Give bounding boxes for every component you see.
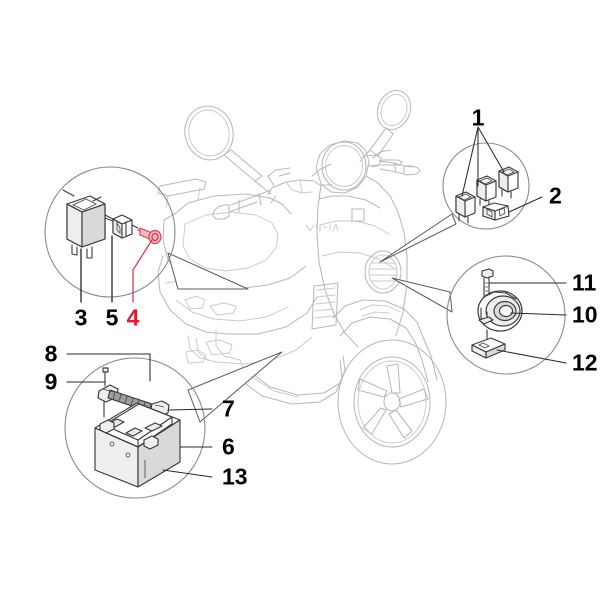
running-board <box>237 355 346 405</box>
part-fuse-4-highlighted <box>137 227 162 245</box>
part-label-3: 3 <box>74 304 88 331</box>
callout-relay-fuse <box>44 166 249 303</box>
mirror-right <box>359 89 412 162</box>
part-battery-6 <box>94 402 181 488</box>
part-label-1: 1 <box>471 104 485 131</box>
part-label-9: 9 <box>44 368 58 395</box>
headlight-assembly <box>315 140 403 194</box>
part-label-10: 10 <box>572 301 598 328</box>
front-lower-panel <box>185 329 245 372</box>
part-label-8: 8 <box>44 340 58 367</box>
mirror-left <box>184 105 272 195</box>
part-bolt-11 <box>481 268 494 302</box>
part-terminals-8-9 <box>102 367 109 418</box>
front-body-panel <box>305 175 408 348</box>
part-label-4: 4 <box>126 304 140 331</box>
part-label-2: 2 <box>549 182 562 209</box>
part-label-5: 5 <box>105 304 119 331</box>
part-label-13: 13 <box>222 463 248 490</box>
part-label-12: 12 <box>572 349 598 376</box>
callout-horn <box>391 255 567 375</box>
part-connector-2 <box>482 202 510 221</box>
part-relay-bank-c <box>498 166 519 199</box>
front-wheel-and-fender <box>332 299 447 465</box>
part-horn-10 <box>477 290 523 342</box>
part-label-7: 7 <box>222 395 235 422</box>
body-horn-grille <box>364 250 402 294</box>
part-label-11: 11 <box>572 269 597 296</box>
part-bracket-12 <box>471 337 506 359</box>
part-label-6: 6 <box>222 433 235 460</box>
part-connector-5 <box>104 214 139 239</box>
part-relay-bank-a <box>455 191 476 224</box>
part-relay-3 <box>62 189 106 259</box>
scooter-illustration <box>157 89 447 465</box>
lower-body <box>157 255 318 365</box>
callout-battery <box>64 351 283 499</box>
part-relay-bank-b <box>476 175 497 208</box>
callout-relay-bank <box>379 126 543 263</box>
